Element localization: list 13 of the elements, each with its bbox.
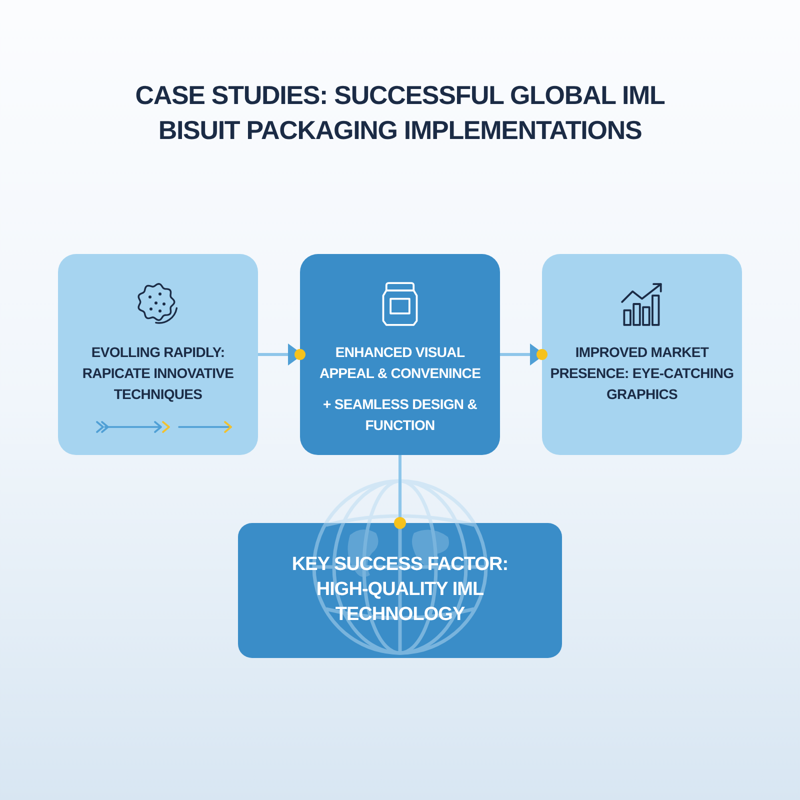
box-text: KEY SUCCESS FACTOR: HIGH-QUALITY IML TECHNOLOGY [290,553,510,627]
process-box [238,523,562,658]
box-text: IMPROVED MARKET PRESENCE: EYE-CATCHING GRAPHICS [550,343,734,404]
arrow [500,344,548,366]
box-text: EVOLLING RAPIDLY: RAPICATE INNOVATIVE TECHNIQUES [81,343,235,404]
process-box [542,254,742,455]
process-box [58,254,258,455]
title: CASE STUDIES: SUCCESSFUL GLOBAL IML BISUIT PACKAGING IMPLEMENTATIONS [134,79,666,148]
box-text: ENHANCED VISUAL APPEAL & CONVENINCE [318,343,482,383]
process-box [300,254,500,455]
connector-line [394,455,406,529]
box-text: + SEAMLESS DESIGN & FUNCTION [322,395,478,435]
arrow [258,344,306,366]
